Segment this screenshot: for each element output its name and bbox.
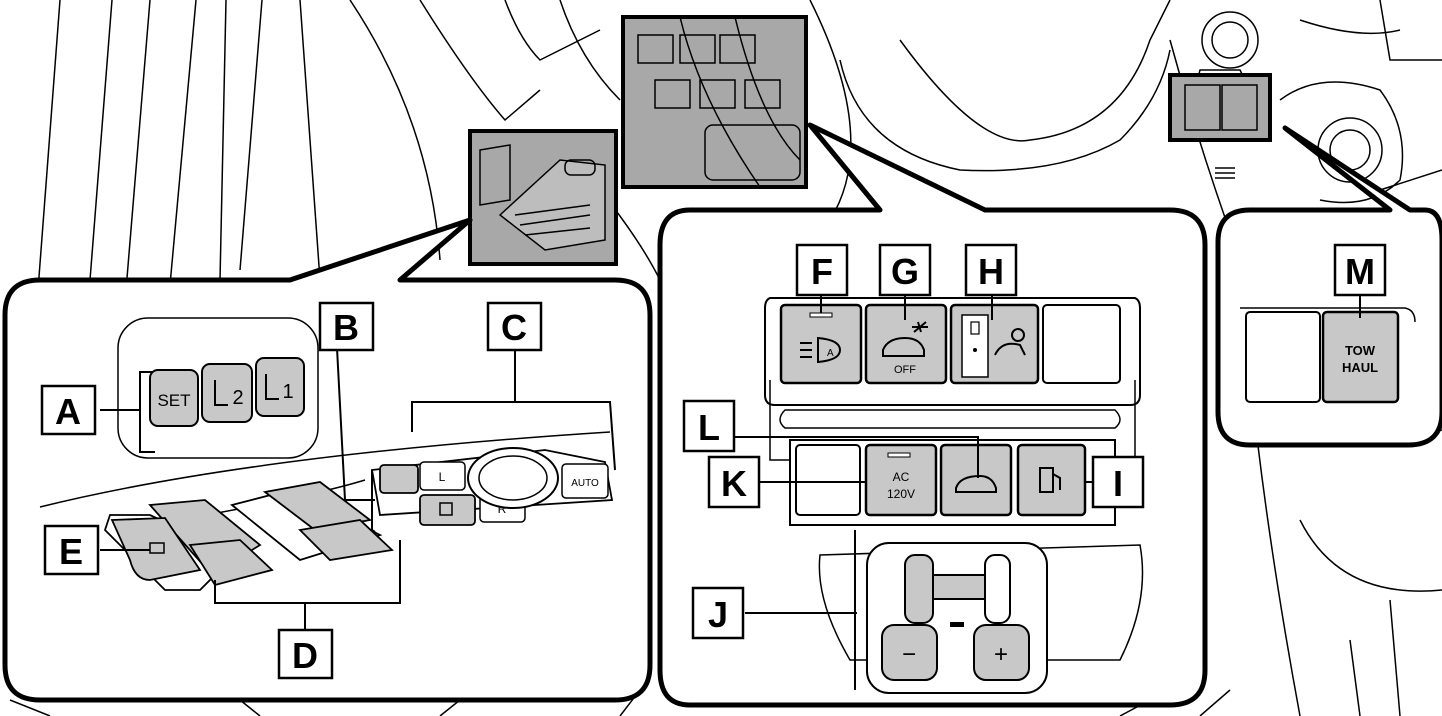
fuel-door-switch[interactable]: [1016, 443, 1087, 517]
memory-2-button[interactable]: [201, 363, 253, 423]
mirror-select-left[interactable]: [419, 461, 466, 491]
crawl-control-icon: [994, 328, 1026, 356]
set-button-label: SET: [157, 391, 190, 410]
callout-I-letter: I: [1113, 463, 1123, 504]
vsc-off-icon: OFF: [882, 321, 928, 376]
callout-C-letter: C: [501, 307, 527, 348]
callout-G: G: [878, 243, 932, 297]
callout-I: I: [1091, 455, 1145, 509]
headlight-auto-icon: A: [800, 336, 842, 364]
tow-label: TOW: [1345, 343, 1376, 358]
window-switch-front-right[interactable]: [262, 481, 373, 531]
auto-label: AUTO: [571, 478, 599, 489]
auto-window-button[interactable]: [561, 463, 609, 499]
callout-K-letter: K: [721, 463, 747, 504]
callout-D: D: [277, 628, 334, 680]
callout-F-letter: F: [811, 251, 833, 292]
ac-label: AC: [893, 470, 910, 484]
callout-J-letter: J: [708, 594, 728, 635]
center-leader-lines: [714, 296, 1095, 690]
mirror-right-label: R: [498, 502, 507, 516]
callout-G-letter: G: [891, 251, 919, 292]
memory-1-button[interactable]: [255, 357, 305, 417]
memory-1-label: 1: [282, 381, 293, 403]
window-switch-group: [103, 481, 394, 591]
towhaul-scene-inset: [1168, 73, 1272, 142]
tow-haul-switch[interactable]: TOW HAUL: [1321, 310, 1400, 404]
set-memory-button[interactable]: [149, 369, 199, 427]
seat-memory-icon: [265, 374, 279, 400]
blank-switch-lower: [795, 444, 861, 516]
vsc-off-switch[interactable]: OFF: [864, 303, 948, 385]
door-switch-scene-inset: [468, 129, 618, 266]
multi-terrain-switch[interactable]: [949, 303, 1040, 385]
center-switch-scene-inset: [621, 15, 808, 189]
towhaul-bezel: [1240, 307, 1416, 403]
svg-text:A: A: [827, 348, 834, 359]
callout-A: A: [40, 384, 97, 436]
window-lock-button[interactable]: [419, 494, 476, 526]
callout-C: C: [486, 301, 543, 352]
callout-F: F: [795, 243, 849, 297]
power-back-door-switch[interactable]: [939, 443, 1013, 517]
trailer-gain-minus-button[interactable]: [881, 624, 938, 681]
plus-label: +: [994, 641, 1008, 668]
mirror-adjust-knob[interactable]: [467, 447, 559, 509]
callout-B-letter: B: [333, 307, 359, 348]
minus-label: −: [902, 641, 916, 668]
haul-label: HAUL: [1342, 360, 1378, 375]
seat-memory-group: SET 2 1: [117, 317, 319, 459]
window-switch-rear-right[interactable]: [298, 519, 394, 561]
callout-K: K: [707, 455, 761, 509]
callout-B: B: [318, 301, 375, 352]
window-lock-icon: [439, 502, 453, 516]
door-leader-lines: [100, 347, 616, 630]
mirror-fold-button[interactable]: [379, 464, 419, 494]
callout-M-letter: M: [1345, 251, 1375, 292]
callout-E-letter: E: [59, 531, 83, 572]
trailer-brake-controller: − +: [818, 542, 1144, 694]
callout-M: M: [1333, 243, 1387, 297]
memory-2-label: 2: [232, 387, 243, 409]
fuel-door-icon: [1039, 467, 1061, 493]
rear-door-icon: [955, 474, 997, 493]
callout-H: H: [964, 243, 1018, 297]
callout-L: L: [682, 399, 736, 453]
vsc-off-label: OFF: [894, 364, 916, 376]
callout-D-letter: D: [292, 635, 318, 676]
callout-E: E: [43, 524, 100, 576]
callout-L-letter: L: [698, 407, 720, 448]
auto-high-beam-switch[interactable]: A: [779, 303, 863, 385]
callout-A-letter: A: [55, 391, 81, 432]
window-switch-rear-left[interactable]: [188, 539, 274, 587]
seat-memory-icon: [214, 380, 228, 406]
trailer-icon: [950, 622, 964, 627]
trailer-brake-lever[interactable]: [904, 554, 934, 624]
mirror-switch-assembly: L R AUTO: [370, 447, 614, 526]
blank-switch-upper: [1042, 304, 1121, 384]
window-lock-icon: [149, 542, 165, 554]
ac-120v-switch[interactable]: AC 120V: [864, 443, 938, 517]
window-lock-switch[interactable]: [110, 517, 202, 581]
callout-H-letter: H: [978, 251, 1004, 292]
mirror-left-label: L: [439, 470, 446, 484]
steering-column-art: [839, 0, 1442, 204]
120v-label: 120V: [887, 487, 915, 501]
callout-J: J: [691, 586, 745, 640]
trailer-gain-plus-button[interactable]: [973, 624, 1030, 681]
